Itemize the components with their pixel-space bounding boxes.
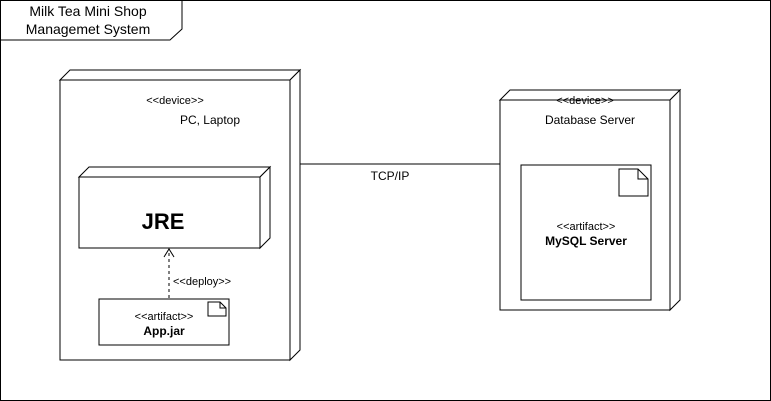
deploy-arrow-head	[163, 248, 175, 258]
artifact-document-icon	[207, 301, 227, 317]
app-artifact-name: App.jar	[143, 324, 185, 338]
mysql-artifact-name: MySQL Server	[545, 234, 627, 248]
server-node-name: Database Server	[545, 113, 635, 127]
deploy-label: <<deploy>>	[173, 276, 231, 288]
mysql-artifact[interactable]: <<artifact>> MySQL Server	[520, 164, 652, 301]
frame-title-line2: Managemet System	[26, 21, 151, 37]
client-node-name: PC, Laptop	[180, 113, 240, 127]
app-jar-artifact[interactable]: <<artifact>> App.jar	[98, 298, 230, 346]
jre-label: JRE	[142, 209, 185, 234]
server-node-stereotype: <<device>>	[556, 95, 614, 107]
artifact-document-icon	[618, 168, 649, 197]
mysql-artifact-stereotype: <<artifact>>	[557, 221, 616, 233]
jre-node[interactable]: JRE	[77, 165, 272, 250]
client-node-stereotype: <<device>>	[146, 95, 204, 107]
app-artifact-stereotype: <<artifact>>	[135, 311, 194, 323]
connection-label: TCP/IP	[371, 169, 410, 183]
frame-title-tab	[0, 0, 183, 41]
frame-title-line1: Milk Tea Mini Shop	[29, 3, 146, 19]
